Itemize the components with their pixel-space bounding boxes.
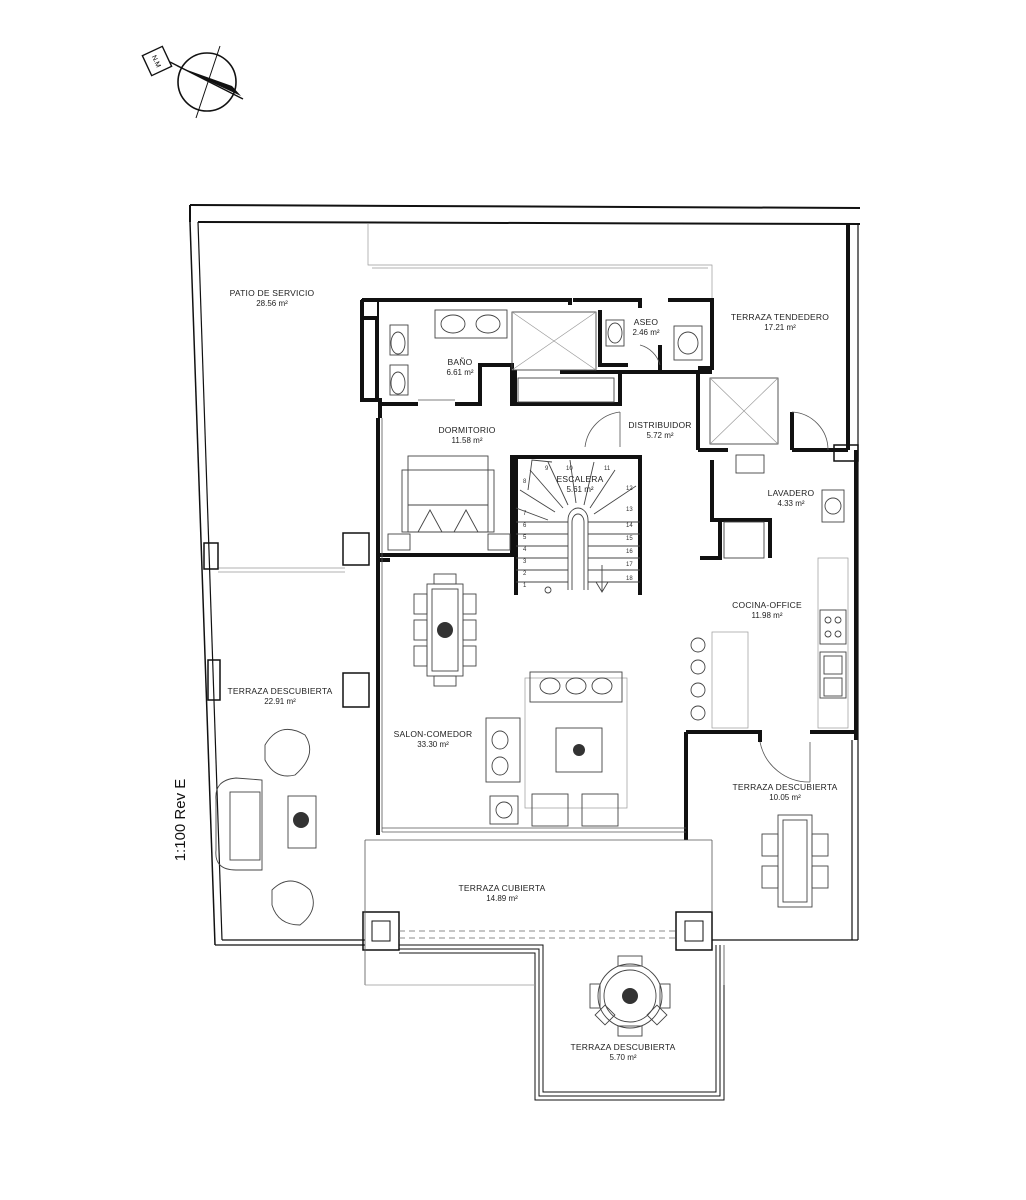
living-furniture	[485, 671, 628, 827]
room-area-salon: 33.30 m²	[417, 740, 449, 749]
step-16: 16	[626, 549, 633, 555]
step-9: 9	[545, 466, 549, 472]
step-3: 3	[523, 559, 527, 565]
step-2: 2	[523, 571, 527, 577]
room-area-terraza-descubierta-west: 22.91 m²	[264, 697, 296, 706]
step-4: 4	[523, 547, 527, 553]
room-area-aseo: 2.46 m²	[632, 328, 659, 337]
room-name-terraza-descubierta-east: TERRAZA DESCUBIERTA	[732, 782, 837, 792]
step-17: 17	[626, 562, 633, 568]
north-label: N.M	[150, 54, 162, 69]
step-7: 7	[523, 511, 527, 517]
step-12: 12	[626, 486, 633, 492]
room-area-terraza-descubierta-south: 5.70 m²	[609, 1053, 636, 1062]
room-area-patio: 28.56 m²	[256, 299, 288, 308]
room-name-distribuidor: DISTRIBUIDOR	[628, 420, 691, 430]
plot-boundary	[189, 204, 861, 946]
doors	[418, 344, 829, 783]
stair-step-numbers: 1 2 3 4 5 6 7 8 9 10 11 12 13 14 15 16 1…	[523, 466, 633, 589]
stairs	[515, 459, 640, 594]
scale-label: 1:100 Rev E	[172, 779, 189, 862]
room-name-bano: BAÑO	[448, 357, 473, 367]
room-name-dormitorio: DORMITORIO	[438, 425, 495, 435]
room-area-lavadero: 4.33 m²	[777, 499, 804, 508]
room-area-cocina: 11.98 m²	[752, 611, 783, 620]
terrace-lounge	[215, 728, 317, 926]
room-area-escalera: 5.61 m²	[566, 485, 593, 494]
room-area-terraza-cubierta: 14.89 m²	[486, 894, 518, 903]
columns	[203, 444, 859, 951]
kitchen-fixtures	[690, 454, 849, 729]
room-area-terraza-tendedero: 17.21 m²	[764, 323, 796, 332]
south-terrace	[365, 930, 725, 1101]
house-walls	[360, 298, 858, 985]
room-name-aseo: ASEO	[634, 317, 659, 327]
step-6: 6	[523, 523, 527, 529]
room-area-bano: 6.61 m²	[446, 368, 473, 377]
room-name-terraza-tendedero: TERRAZA TENDEDERO	[731, 312, 829, 322]
room-name-lavadero: LAVADERO	[768, 488, 815, 498]
room-name-terraza-cubierta: TERRAZA CUBIERTA	[459, 883, 546, 893]
room-area-dormitorio: 11.58 m²	[452, 436, 483, 445]
step-13: 13	[626, 507, 633, 513]
step-14: 14	[626, 523, 633, 529]
room-name-patio: PATIO DE SERVICIO	[230, 288, 315, 298]
dining-table	[413, 573, 477, 687]
room-name-terraza-descubierta-south: TERRAZA DESCUBIERTA	[570, 1042, 675, 1052]
step-8: 8	[523, 479, 527, 485]
step-1: 1	[523, 583, 527, 589]
bathroom-fixtures	[389, 309, 703, 403]
north-arrow: N.M	[141, 45, 244, 119]
step-5: 5	[523, 535, 527, 541]
room-name-escalera: ESCALERA	[557, 474, 604, 484]
room-name-terraza-descubierta-west: TERRAZA DESCUBIERTA	[227, 686, 332, 696]
room-labels: PATIO DE SERVICIO 28.56 m² TERRAZA TENDE…	[227, 288, 837, 1062]
room-name-cocina: COCINA-OFFICE	[732, 600, 802, 610]
step-18: 18	[626, 576, 633, 582]
bed	[387, 455, 511, 551]
step-15: 15	[626, 536, 633, 542]
elevator-void	[709, 377, 779, 445]
step-10: 10	[566, 466, 573, 472]
room-name-salon: SALON-COMEDOR	[394, 729, 473, 739]
step-11: 11	[604, 466, 611, 472]
east-terrace-table	[761, 814, 829, 908]
room-area-distribuidor: 5.72 m²	[646, 431, 673, 440]
room-area-terraza-descubierta-east: 10.05 m²	[769, 793, 801, 802]
